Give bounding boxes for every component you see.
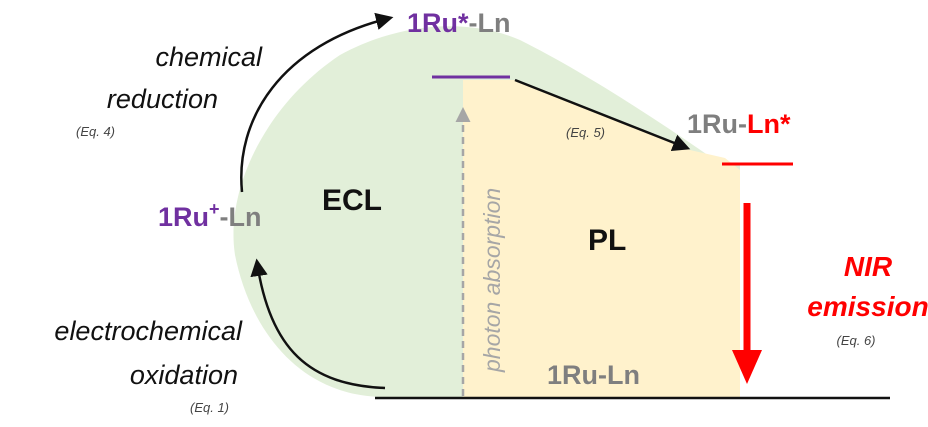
electrochemical-oxidation-line2: oxidation [130, 360, 238, 390]
nir-emission-eq: (Eq. 6) [836, 333, 875, 348]
reduced-ru-state-label: 1Ru+-Ln [158, 199, 262, 232]
chemical-reduction-line2: reduction [107, 84, 218, 114]
nir-emission-line2: emission [807, 291, 928, 322]
ground-state-label: 1Ru-Ln [547, 360, 640, 390]
energy-transfer-eq: (Eq. 5) [566, 125, 605, 140]
oxidation-arrow [250, 258, 386, 390]
pl-region [463, 80, 740, 397]
ecl-region-label: ECL [322, 184, 382, 217]
energy-transfer-arrow [514, 78, 691, 151]
electrochemical-oxidation-eq: (Eq. 1) [190, 400, 229, 415]
nir-emission-arrowhead [732, 350, 762, 384]
nir-emission-line1: NIR [844, 251, 893, 282]
photon-absorption-label: photon absorption [479, 188, 505, 373]
excited-ln-state-label: 1Ru-Ln* [687, 109, 791, 139]
chemical-reduction-eq: (Eq. 4) [76, 124, 115, 139]
reduction-arrow [240, 12, 394, 193]
pl-region-label: PL [588, 224, 626, 257]
electrochemical-oxidation-line1: electrochemical [54, 316, 243, 346]
chemical-reduction-line1: chemical [155, 42, 263, 72]
excited-ru-state-label: 1Ru*-Ln [407, 8, 511, 38]
